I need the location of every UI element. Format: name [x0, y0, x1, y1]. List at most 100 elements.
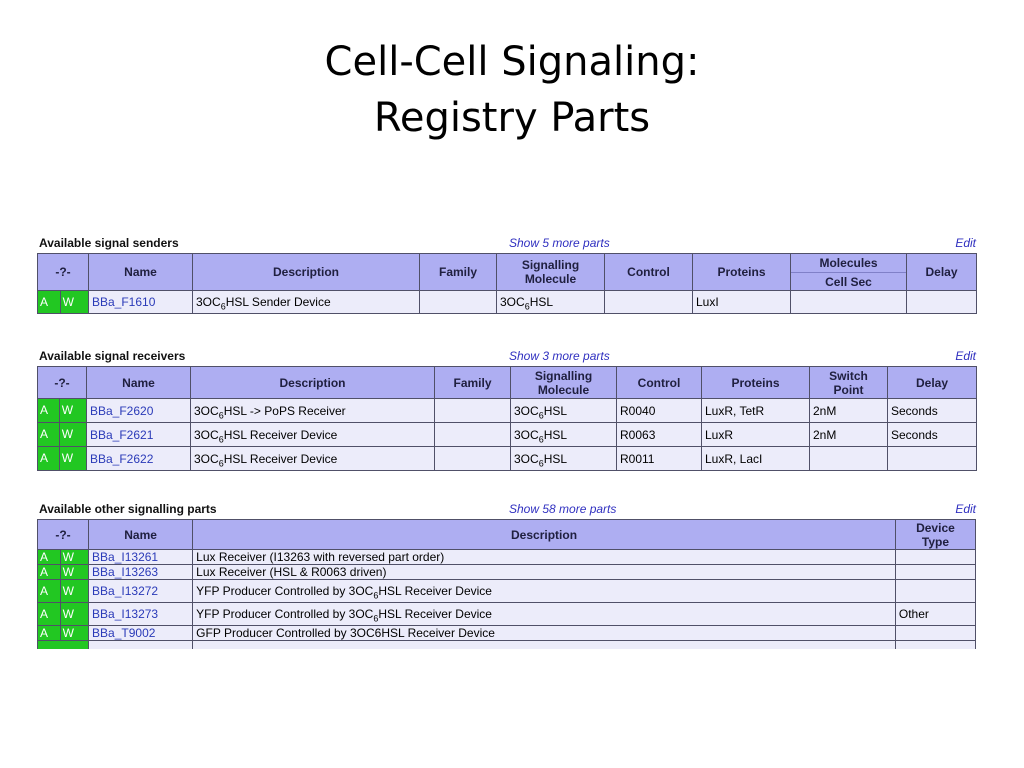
- receivers-edit-link[interactable]: Edit: [955, 349, 976, 363]
- mol-sub: 6: [538, 433, 544, 444]
- other-edit-link[interactable]: Edit: [955, 502, 976, 516]
- desc-pre: GFP Producer Controlled by 3OC6HSL Recei…: [196, 625, 495, 640]
- status-w-badge[interactable]: W: [60, 550, 88, 564]
- status-a-badge[interactable]: A: [38, 447, 60, 470]
- col-status[interactable]: -?-: [37, 366, 87, 399]
- col-name[interactable]: Name: [88, 519, 194, 550]
- mol-sub: 6: [524, 301, 530, 312]
- status-a-badge[interactable]: A: [38, 580, 61, 602]
- part-name-link[interactable]: BBa_I13272: [88, 579, 194, 603]
- receivers-show-more-link[interactable]: Show 3 more parts: [509, 349, 610, 363]
- col-signalling-line2: Molecule: [524, 272, 577, 286]
- desc-pre: 3OC: [196, 295, 221, 309]
- status-w-badge[interactable]: W: [59, 399, 86, 422]
- part-name-link[interactable]: BBa_I13263: [88, 564, 194, 580]
- col-name[interactable]: Name: [88, 253, 193, 291]
- part-name-link[interactable]: BBa_F2621: [86, 422, 191, 447]
- slide-title-line2: Registry Parts: [373, 95, 651, 141]
- part-name-link[interactable]: BBa_I13273: [88, 602, 194, 626]
- senders-show-more-link[interactable]: Show 5 more parts: [509, 236, 610, 250]
- family-cell: [419, 290, 497, 314]
- receivers-section: Available signal receivers Show 3 more p…: [37, 346, 977, 471]
- desc-sub: 6: [218, 457, 224, 468]
- delay-cell: Seconds: [887, 422, 977, 447]
- device-type-cell: [894, 549, 976, 565]
- desc-pre: 3OC: [194, 451, 219, 466]
- proteins-cell: LuxI: [692, 290, 791, 314]
- status-w-badge[interactable]: W: [59, 423, 86, 446]
- status-w-badge[interactable]: W: [60, 603, 88, 625]
- proteins-cell: LuxR, LacI: [701, 446, 810, 471]
- status-a-badge[interactable]: A: [38, 603, 61, 625]
- molecule-cell: 3OC6HSL: [510, 446, 617, 471]
- col-control[interactable]: Control: [616, 366, 702, 399]
- col-switch-line1: Switch: [829, 368, 868, 383]
- col-status[interactable]: -?-: [37, 519, 90, 550]
- desc-post: HSL -> PoPS Receiver: [223, 403, 346, 418]
- description-cell: Lux Receiver (I13263 with reversed part …: [192, 549, 896, 565]
- col-description[interactable]: Description: [192, 253, 420, 291]
- col-status[interactable]: -?-: [37, 253, 89, 291]
- mol-post: HSL: [543, 451, 568, 466]
- part-name-link[interactable]: BBa_I13261: [88, 549, 194, 565]
- status-w-badge[interactable]: W: [59, 447, 86, 470]
- part-name-link[interactable]: BBa_F1610: [88, 290, 193, 314]
- status-a-badge[interactable]: A: [38, 291, 61, 313]
- other-header: Available other signalling parts Show 58…: [37, 499, 976, 519]
- col-description[interactable]: Description: [192, 519, 896, 550]
- desc-pre: YFP Producer Controlled by 3OC: [196, 583, 374, 598]
- delay-cell: Seconds: [887, 398, 977, 423]
- col-signalling-line1: Signalling: [534, 368, 593, 383]
- col-name[interactable]: Name: [86, 366, 191, 399]
- status-a-badge[interactable]: A: [38, 565, 61, 579]
- switch-point-cell: 2nM: [809, 422, 888, 447]
- col-description[interactable]: Description: [190, 366, 435, 399]
- senders-edit-link[interactable]: Edit: [955, 236, 976, 250]
- col-delay[interactable]: Delay: [887, 366, 977, 399]
- delay-cell: [887, 446, 977, 471]
- table-row-clipped: [37, 640, 976, 649]
- senders-section: Available signal senders Show 5 more par…: [37, 233, 977, 314]
- col-signalling-line2: Molecule: [537, 382, 590, 397]
- status-a-badge[interactable]: A: [38, 626, 61, 640]
- proteins-cell: LuxR, TetR: [701, 398, 810, 423]
- status-a-badge[interactable]: A: [38, 423, 60, 446]
- col-proteins[interactable]: Proteins: [692, 253, 791, 291]
- col-signalling-line1: Signalling: [521, 258, 580, 272]
- status-w-badge[interactable]: W: [60, 565, 88, 579]
- col-control[interactable]: Control: [604, 253, 693, 291]
- molecule-cell: 3OC6HSL: [510, 422, 617, 447]
- status-a-badge[interactable]: A: [38, 550, 61, 564]
- part-name-link[interactable]: BBa_T9002: [88, 625, 194, 641]
- status-w-badge[interactable]: W: [60, 291, 88, 313]
- other-show-more-link[interactable]: Show 58 more parts: [509, 502, 617, 516]
- description-cell: 3OC6HSL Receiver Device: [190, 446, 435, 471]
- col-family[interactable]: Family: [434, 366, 511, 399]
- switch-point-cell: [809, 446, 888, 471]
- col-proteins[interactable]: Proteins: [701, 366, 810, 399]
- col-family[interactable]: Family: [419, 253, 497, 291]
- desc-sub: 6: [218, 433, 224, 444]
- part-name-link[interactable]: BBa_F2622: [86, 446, 191, 471]
- mol-post: HSL: [543, 403, 568, 418]
- desc-post: HSL Sender Device: [225, 295, 331, 309]
- col-device-line2: Type: [921, 534, 949, 549]
- status-w-badge[interactable]: W: [60, 580, 88, 602]
- status-a-badge[interactable]: A: [38, 399, 60, 422]
- status-w-badge[interactable]: W: [60, 626, 88, 640]
- part-name-link[interactable]: BBa_F2620: [86, 398, 191, 423]
- col-delay[interactable]: Delay: [906, 253, 977, 291]
